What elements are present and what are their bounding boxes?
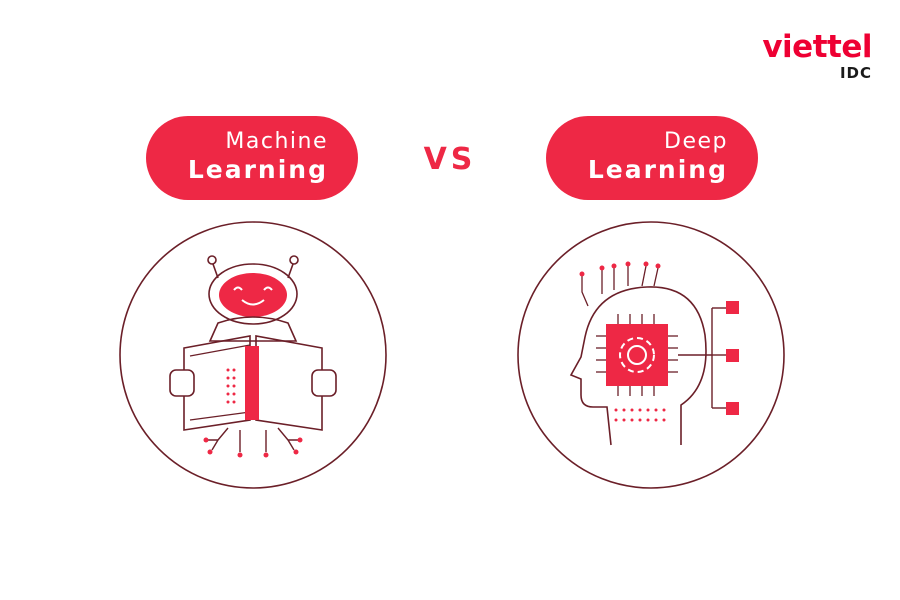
vs-label: VS [423, 142, 477, 177]
brand-sub: IDC [839, 64, 872, 82]
machine-learning-illustration [118, 220, 388, 490]
brand-logo: viettel IDC [762, 30, 872, 82]
machine-learning-pill: Machine Learning [146, 116, 358, 200]
deep-learning-illustration [516, 220, 786, 490]
robot-reading-book-icon [119, 221, 387, 489]
deep-learning-line2: Learning [587, 155, 728, 184]
machine-learning-line1: Machine [225, 129, 328, 154]
ai-head-chip-icon [517, 221, 785, 489]
machine-learning-line2: Learning [187, 155, 328, 184]
brand-name: viettel [762, 29, 872, 65]
deep-learning-pill: Deep Learning [546, 116, 758, 200]
deep-learning-line1: Deep [664, 129, 728, 154]
